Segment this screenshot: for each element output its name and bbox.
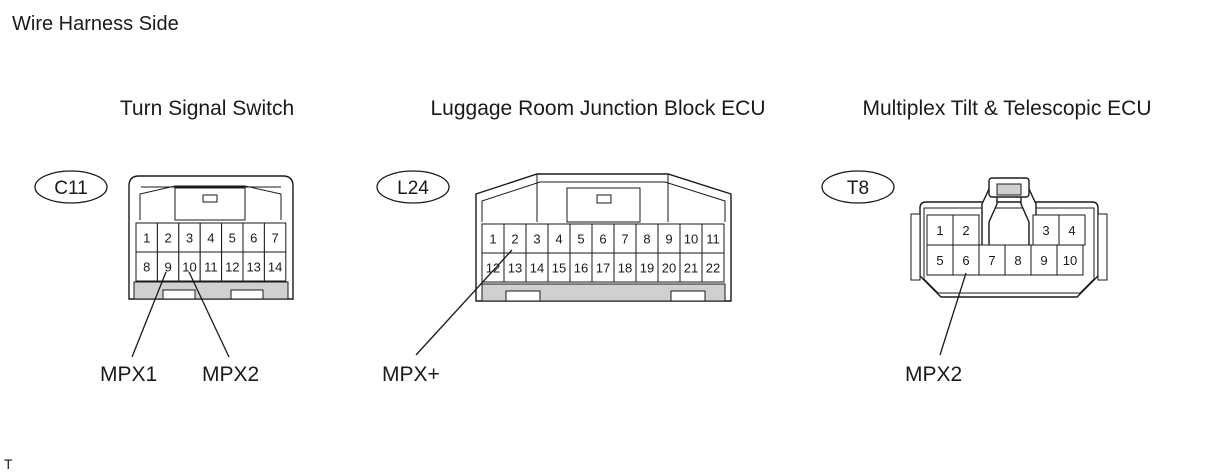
pin-c11-12: 12 bbox=[225, 260, 239, 275]
connector-title-c11: Turn Signal Switch bbox=[120, 97, 294, 120]
pin-c11-4: 4 bbox=[207, 231, 214, 246]
pin-cell bbox=[978, 244, 1006, 276]
pin-cell bbox=[1004, 244, 1032, 276]
leader-line-mpx2-c11 bbox=[188, 271, 230, 358]
pin-c11-10: 10 bbox=[182, 260, 196, 275]
leader-line-mpx2-t8 bbox=[939, 272, 967, 356]
connector-code-oval-c11 bbox=[34, 170, 108, 204]
pin-t8-4: 4 bbox=[1068, 223, 1075, 238]
pin-l24-3: 3 bbox=[533, 232, 540, 247]
pin-l24-10: 10 bbox=[684, 232, 698, 247]
corner-mark: T bbox=[4, 456, 13, 472]
pin-c11-6: 6 bbox=[250, 231, 257, 246]
pin-l24-13: 13 bbox=[508, 261, 522, 276]
pin-l24-12: 12 bbox=[486, 261, 500, 276]
pin-c11-5: 5 bbox=[229, 231, 236, 246]
connector-code-oval-t8 bbox=[821, 170, 895, 204]
pin-l24-4: 4 bbox=[555, 232, 562, 247]
pin-c11-11: 11 bbox=[204, 260, 218, 275]
pin-l24-1: 1 bbox=[489, 232, 496, 247]
signal-label-mpx1: MPX1 bbox=[100, 363, 157, 386]
pin-cell bbox=[701, 252, 725, 283]
pin-l24-15: 15 bbox=[552, 261, 566, 276]
pin-c11-7: 7 bbox=[271, 231, 278, 246]
signal-label-mpx2-t8: MPX2 bbox=[905, 363, 962, 386]
pin-c11-9: 9 bbox=[164, 260, 171, 275]
pin-t8-8: 8 bbox=[1014, 253, 1021, 268]
pin-l24-16: 16 bbox=[574, 261, 588, 276]
pin-cell bbox=[263, 251, 287, 282]
connector-code-c11: C11 bbox=[54, 178, 87, 199]
pin-grid-t8: 1 2 3 4 5 6 7 8 9 10 bbox=[926, 214, 1086, 276]
pin-l24-17: 17 bbox=[596, 261, 610, 276]
pin-l24-14: 14 bbox=[530, 261, 544, 276]
pin-c11-14: 14 bbox=[268, 260, 282, 275]
pin-cell bbox=[1056, 244, 1084, 276]
pin-c11-2: 2 bbox=[164, 231, 171, 246]
connector-title-t8: Multiplex Tilt & Telescopic ECU bbox=[862, 97, 1151, 120]
pin-t8-9: 9 bbox=[1040, 253, 1047, 268]
connector-title-l24: Luggage Room Junction Block ECU bbox=[430, 97, 765, 120]
pin-l24-7: 7 bbox=[621, 232, 628, 247]
pin-cell bbox=[952, 244, 980, 276]
pin-t8-5: 5 bbox=[936, 253, 943, 268]
pin-t8-10: 10 bbox=[1063, 253, 1077, 268]
pin-l24-2: 2 bbox=[511, 232, 518, 247]
pin-l24-20: 20 bbox=[662, 261, 676, 276]
connector-code-t8: T8 bbox=[847, 178, 869, 199]
pin-l24-22: 22 bbox=[706, 261, 720, 276]
pin-t8-6: 6 bbox=[962, 253, 969, 268]
pin-l24-8: 8 bbox=[643, 232, 650, 247]
connector-body-t8: 1 2 3 4 5 6 7 8 9 10 bbox=[910, 177, 1108, 298]
diagram-heading: Wire Harness Side bbox=[12, 13, 179, 35]
pin-cell bbox=[1030, 244, 1058, 276]
signal-label-mpx-plus: MPX+ bbox=[382, 363, 440, 386]
pin-c11-3: 3 bbox=[186, 231, 193, 246]
leader-line-mpx1 bbox=[131, 271, 167, 358]
pin-l24-19: 19 bbox=[640, 261, 654, 276]
pin-t8-7: 7 bbox=[988, 253, 995, 268]
pin-l24-21: 21 bbox=[684, 261, 698, 276]
leader-line-mpx-plus bbox=[415, 249, 513, 356]
pin-l24-6: 6 bbox=[599, 232, 606, 247]
pin-t8-2: 2 bbox=[962, 223, 969, 238]
connector-code-l24: L24 bbox=[397, 178, 429, 199]
pin-l24-18: 18 bbox=[618, 261, 632, 276]
pin-l24-11: 11 bbox=[706, 232, 720, 247]
connector-code-oval-l24 bbox=[376, 170, 450, 204]
pin-c11-8: 8 bbox=[143, 260, 150, 275]
pin-c11-13: 13 bbox=[246, 260, 260, 275]
signal-label-mpx2-c11: MPX2 bbox=[202, 363, 259, 386]
connector-t8: Multiplex Tilt & Telescopic ECU T8 1 2 3 4 5… bbox=[821, 97, 1152, 386]
pin-t8-1: 1 bbox=[936, 223, 943, 238]
pin-c11-1: 1 bbox=[143, 231, 150, 246]
pin-l24-9: 9 bbox=[665, 232, 672, 247]
pin-t8-3: 3 bbox=[1042, 223, 1049, 238]
pin-l24-5: 5 bbox=[577, 232, 584, 247]
